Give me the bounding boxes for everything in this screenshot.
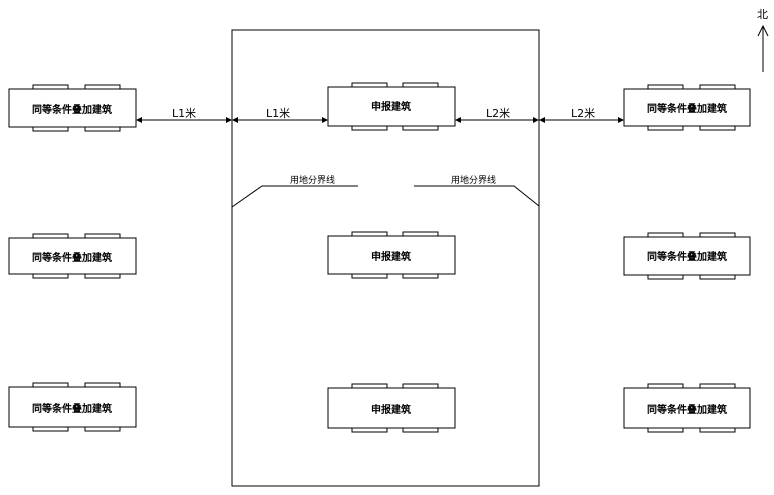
plot-boundary-label-left: 用地分界线 (290, 174, 335, 186)
north-arrow-icon (757, 24, 769, 72)
building-left-3: 同等条件叠加建筑 (8, 382, 137, 432)
plot-boundary-line-right (414, 185, 540, 207)
svg-text:申报建筑: 申报建筑 (371, 250, 411, 263)
svg-text:同等条件叠加建筑: 同等条件叠加建筑 (32, 251, 112, 264)
svg-text:同等条件叠加建筑: 同等条件叠加建筑 (647, 403, 727, 416)
building-center-3: 申报建筑 (327, 383, 456, 433)
land-parcel-boundary (231, 29, 540, 487)
dimension-label-left-outer: L1米 (172, 107, 196, 120)
building-right-1: 同等条件叠加建筑 (623, 84, 751, 131)
north-label: 北 (757, 8, 768, 21)
plot-boundary-line-left (231, 185, 358, 208)
svg-text:同等条件叠加建筑: 同等条件叠加建筑 (647, 250, 727, 263)
building-center-2: 申报建筑 (327, 231, 456, 279)
plot-boundary-label-right: 用地分界线 (451, 174, 496, 186)
building-center-1: 申报建筑 (327, 82, 456, 131)
dimension-label-left-inner: L1米 (266, 107, 290, 120)
svg-text:同等条件叠加建筑: 同等条件叠加建筑 (32, 402, 112, 415)
svg-text:同等条件叠加建筑: 同等条件叠加建筑 (32, 103, 112, 116)
building-right-2: 同等条件叠加建筑 (623, 232, 751, 280)
building-left-2: 同等条件叠加建筑 (8, 233, 137, 279)
building-left-1: 同等条件叠加建筑 (8, 84, 137, 132)
dimension-label-right-inner: L2米 (486, 107, 510, 120)
building-right-3: 同等条件叠加建筑 (623, 383, 751, 433)
svg-text:同等条件叠加建筑: 同等条件叠加建筑 (647, 102, 727, 115)
svg-text:申报建筑: 申报建筑 (371, 100, 411, 113)
dimension-label-right-outer: L2米 (571, 107, 595, 120)
svg-text:申报建筑: 申报建筑 (371, 403, 411, 416)
